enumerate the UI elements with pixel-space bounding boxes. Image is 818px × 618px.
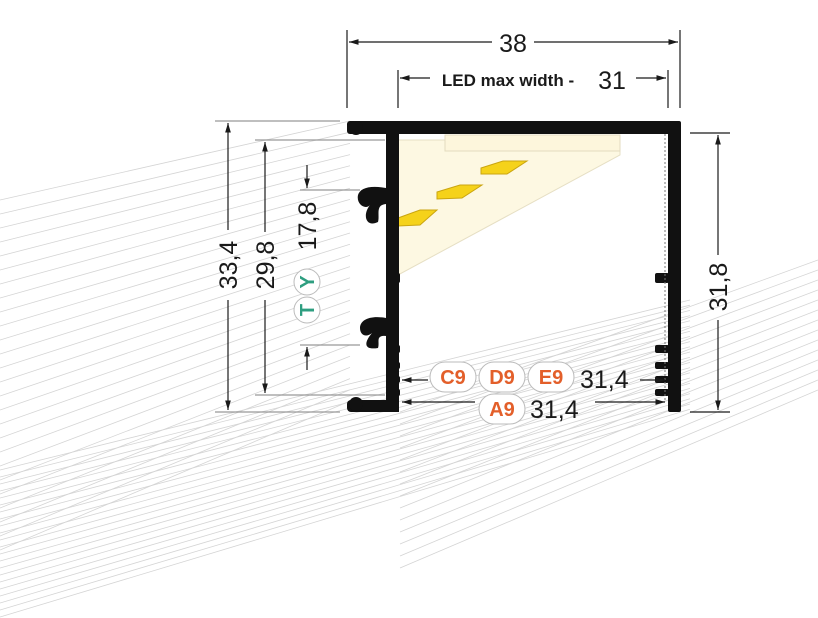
mid-width-dimension: 31,4	[580, 366, 629, 394]
hatch-line	[0, 299, 691, 471]
hatch-line	[0, 310, 691, 485]
hatch-line	[0, 351, 691, 541]
hatch-line	[399, 379, 818, 557]
hatch-line	[0, 372, 691, 569]
led-chip	[436, 184, 484, 200]
hatch-line	[399, 279, 818, 437]
hatch-line	[0, 299, 351, 425]
hatch-line	[399, 289, 818, 449]
hatch-line	[0, 266, 351, 383]
perspective-hatch-lines	[0, 120, 818, 618]
hatch-line	[0, 367, 351, 509]
hatch-line	[0, 325, 691, 506]
hatch-line	[399, 359, 818, 533]
bottom-width-dimension: 31,4	[530, 396, 579, 424]
hatch-line	[0, 311, 351, 439]
hatch-line	[0, 131, 351, 215]
hatch-line	[0, 176, 351, 271]
hatch-line	[0, 333, 351, 467]
hatch-line	[399, 369, 818, 545]
svg-text:D9: D9	[489, 367, 515, 389]
outer-height-dimension: 33,4	[215, 241, 243, 290]
hatch-line	[0, 408, 691, 618]
led-chip	[480, 160, 529, 175]
svg-text:A9: A9	[489, 399, 515, 421]
hatch-line	[0, 382, 691, 583]
led-max-width-value: 31	[598, 67, 626, 95]
hatch-line	[399, 339, 818, 509]
hatch-line	[0, 187, 351, 285]
hatch-line	[0, 378, 351, 523]
hatch-line	[0, 120, 351, 201]
hatch-line	[399, 299, 818, 461]
hatch-line	[399, 269, 818, 425]
hatch-line	[0, 143, 351, 229]
svg-text:E9: E9	[539, 367, 563, 389]
hatch-line	[0, 322, 351, 453]
width-dimension: 38	[499, 30, 527, 58]
dimension-lines	[215, 30, 730, 413]
code-badge-d9: D9	[478, 361, 526, 393]
hatch-line	[0, 154, 351, 243]
svg-text:T: T	[297, 304, 319, 316]
hatch-line	[0, 255, 351, 369]
aluminium-profile	[347, 121, 681, 412]
svg-text:C9: C9	[440, 367, 466, 389]
code-badge-t: T	[293, 296, 321, 324]
hatch-line	[0, 315, 691, 492]
hatch-line	[0, 400, 351, 551]
right-height-dimension: 31,8	[705, 263, 733, 312]
hatch-line	[0, 355, 351, 495]
hatch-line	[0, 398, 691, 604]
hatch-line	[0, 330, 691, 513]
code-badge-y: Y	[293, 268, 321, 296]
hatch-line	[399, 349, 818, 521]
hatch-line	[0, 304, 691, 478]
hatch-line	[0, 346, 691, 534]
hatch-line	[0, 288, 351, 411]
code-badge-a9: A9	[478, 393, 526, 425]
hatch-line	[0, 344, 351, 481]
hatch-line	[0, 277, 351, 397]
hatch-line	[0, 199, 351, 299]
led-max-width-label: LED max width -	[442, 71, 574, 90]
hatch-line	[0, 388, 691, 590]
hatch-line	[0, 232, 351, 341]
code-badge-e9: E9	[527, 361, 575, 393]
hatch-line	[0, 341, 691, 527]
hatch-line	[0, 362, 691, 555]
hatch-line	[0, 210, 351, 313]
hatch-line	[0, 403, 691, 611]
svg-text:Y: Y	[297, 275, 319, 289]
hatch-line	[0, 377, 691, 576]
hatch-line	[399, 389, 818, 569]
code-badge-c9: C9	[429, 361, 477, 393]
hatch-line	[0, 336, 691, 520]
hatch-line	[0, 320, 691, 499]
inner-height-dimension: 29,8	[252, 241, 280, 290]
hatch-line	[0, 393, 691, 597]
hatch-line	[0, 165, 351, 257]
hatch-line	[0, 243, 351, 355]
slot-height-dimension: 17,8	[294, 202, 322, 251]
hatch-line	[0, 221, 351, 327]
hatch-line	[0, 356, 691, 548]
hatch-line	[399, 329, 818, 497]
led-strip	[397, 134, 621, 276]
hatch-line	[0, 389, 351, 537]
hatch-line	[0, 367, 691, 562]
hatch-line	[399, 309, 818, 473]
